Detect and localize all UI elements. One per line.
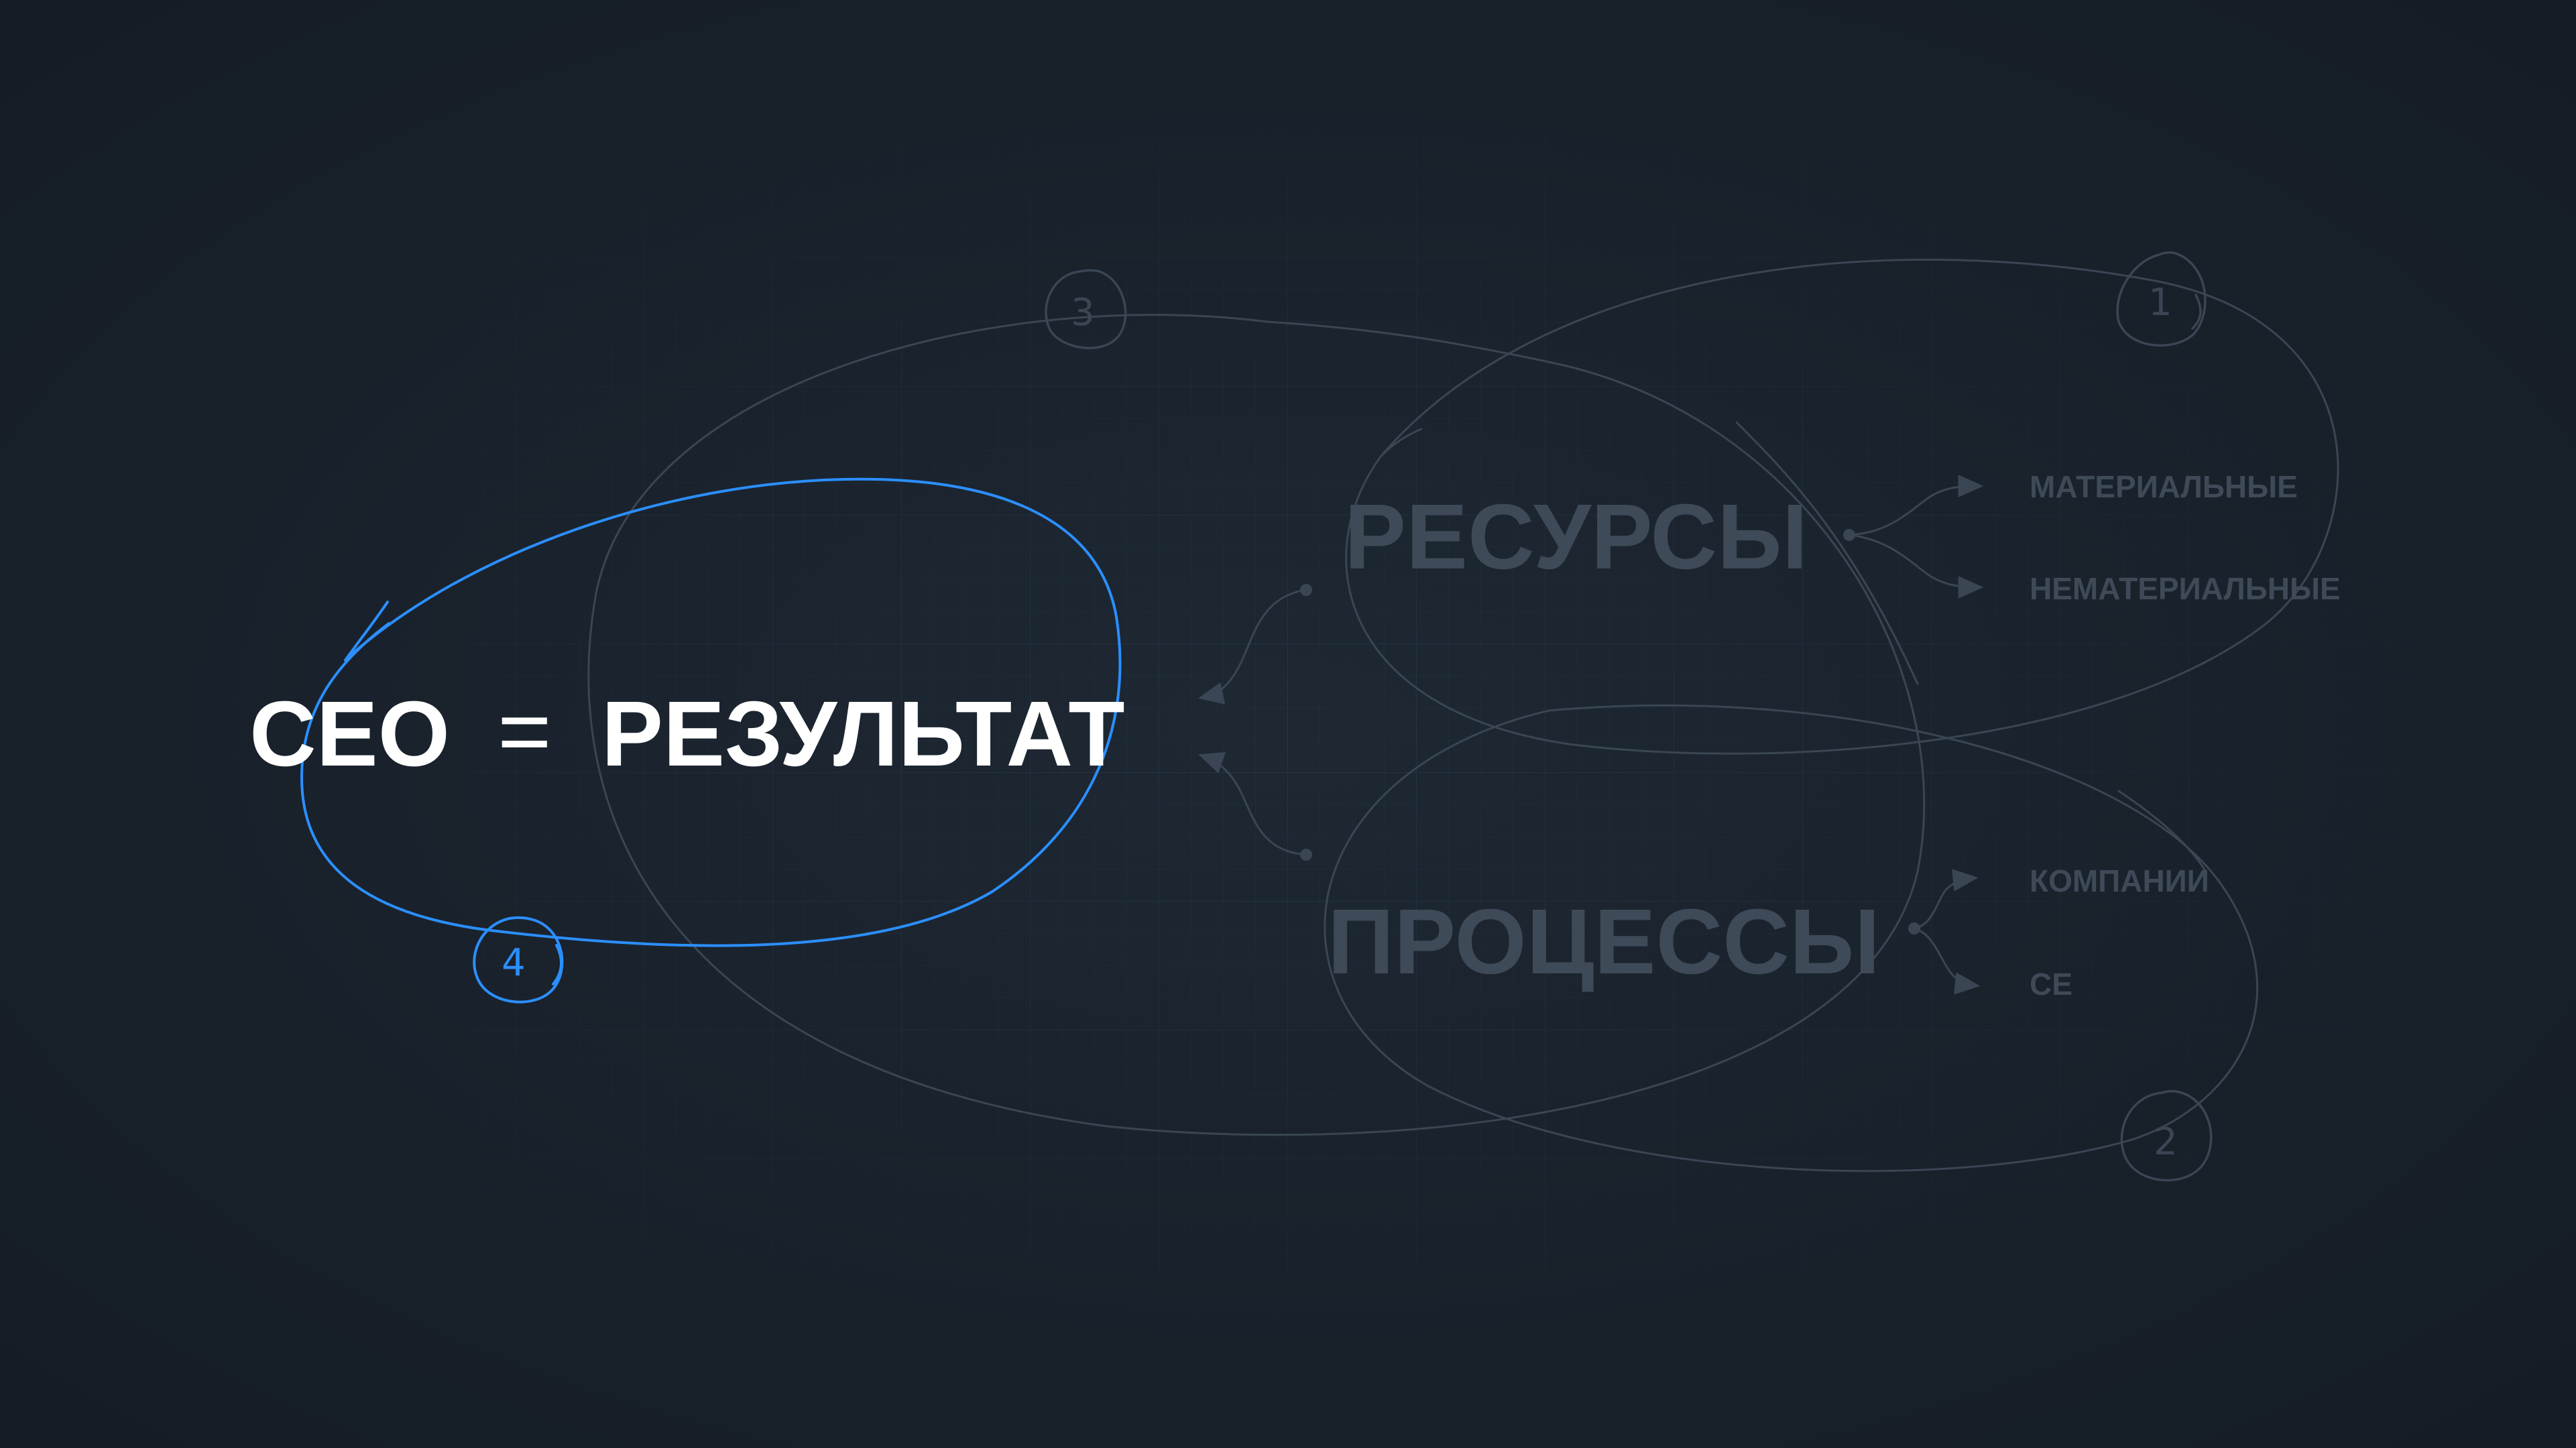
ellipse-1-extra <box>1735 421 1919 685</box>
processes-title: ПРОЦЕССЫ <box>1328 890 1880 993</box>
processes-branch-ceo: СЕ <box>2030 967 2072 1002</box>
arrow-resources-nonmaterial <box>1849 534 1984 599</box>
marker-1-label: 1 <box>2148 281 2172 324</box>
ellipse-2-tail <box>2117 790 2207 873</box>
resources-title: РЕСУРСЫ <box>1344 485 1808 589</box>
arrow-resources-material <box>1849 475 1984 536</box>
processes-branch-company: КОМПАНИИ <box>2030 863 2209 898</box>
resources-branch-nonmaterial: НЕМАТЕРИАЛЬНЫЕ <box>2030 571 2341 606</box>
resources-branch-material: МАТЕРИАЛЬНЫЕ <box>2030 469 2298 504</box>
formula-equals: = <box>497 680 552 783</box>
ellipse-2 <box>1324 704 2259 1172</box>
arrow-processes-ceo <box>1914 927 1981 995</box>
marker-2-label: 2 <box>2154 1120 2178 1164</box>
arrow-processes-to-result <box>1198 751 1307 856</box>
marker-1-icon <box>2116 251 2207 347</box>
arrow-processes-company <box>1914 869 1979 930</box>
formula-right: РЕЗУЛЬТАТ <box>601 682 1125 786</box>
marker-4-icon <box>473 916 564 1004</box>
highlight-loop-tail <box>344 601 389 662</box>
arrow-resources-to-result <box>1197 589 1307 705</box>
highlight-loop <box>300 477 1122 947</box>
marker-4-label: 4 <box>502 941 526 985</box>
marker-2-icon <box>2120 1089 2213 1182</box>
formula-left: CEO <box>249 682 450 786</box>
marker-3-label: 3 <box>1071 291 1095 335</box>
ellipse-1-tail <box>1380 428 1423 457</box>
ellipse-3 <box>587 314 1926 1136</box>
marker-3-icon <box>1045 269 1127 349</box>
ellipse-1 <box>1345 258 2339 755</box>
